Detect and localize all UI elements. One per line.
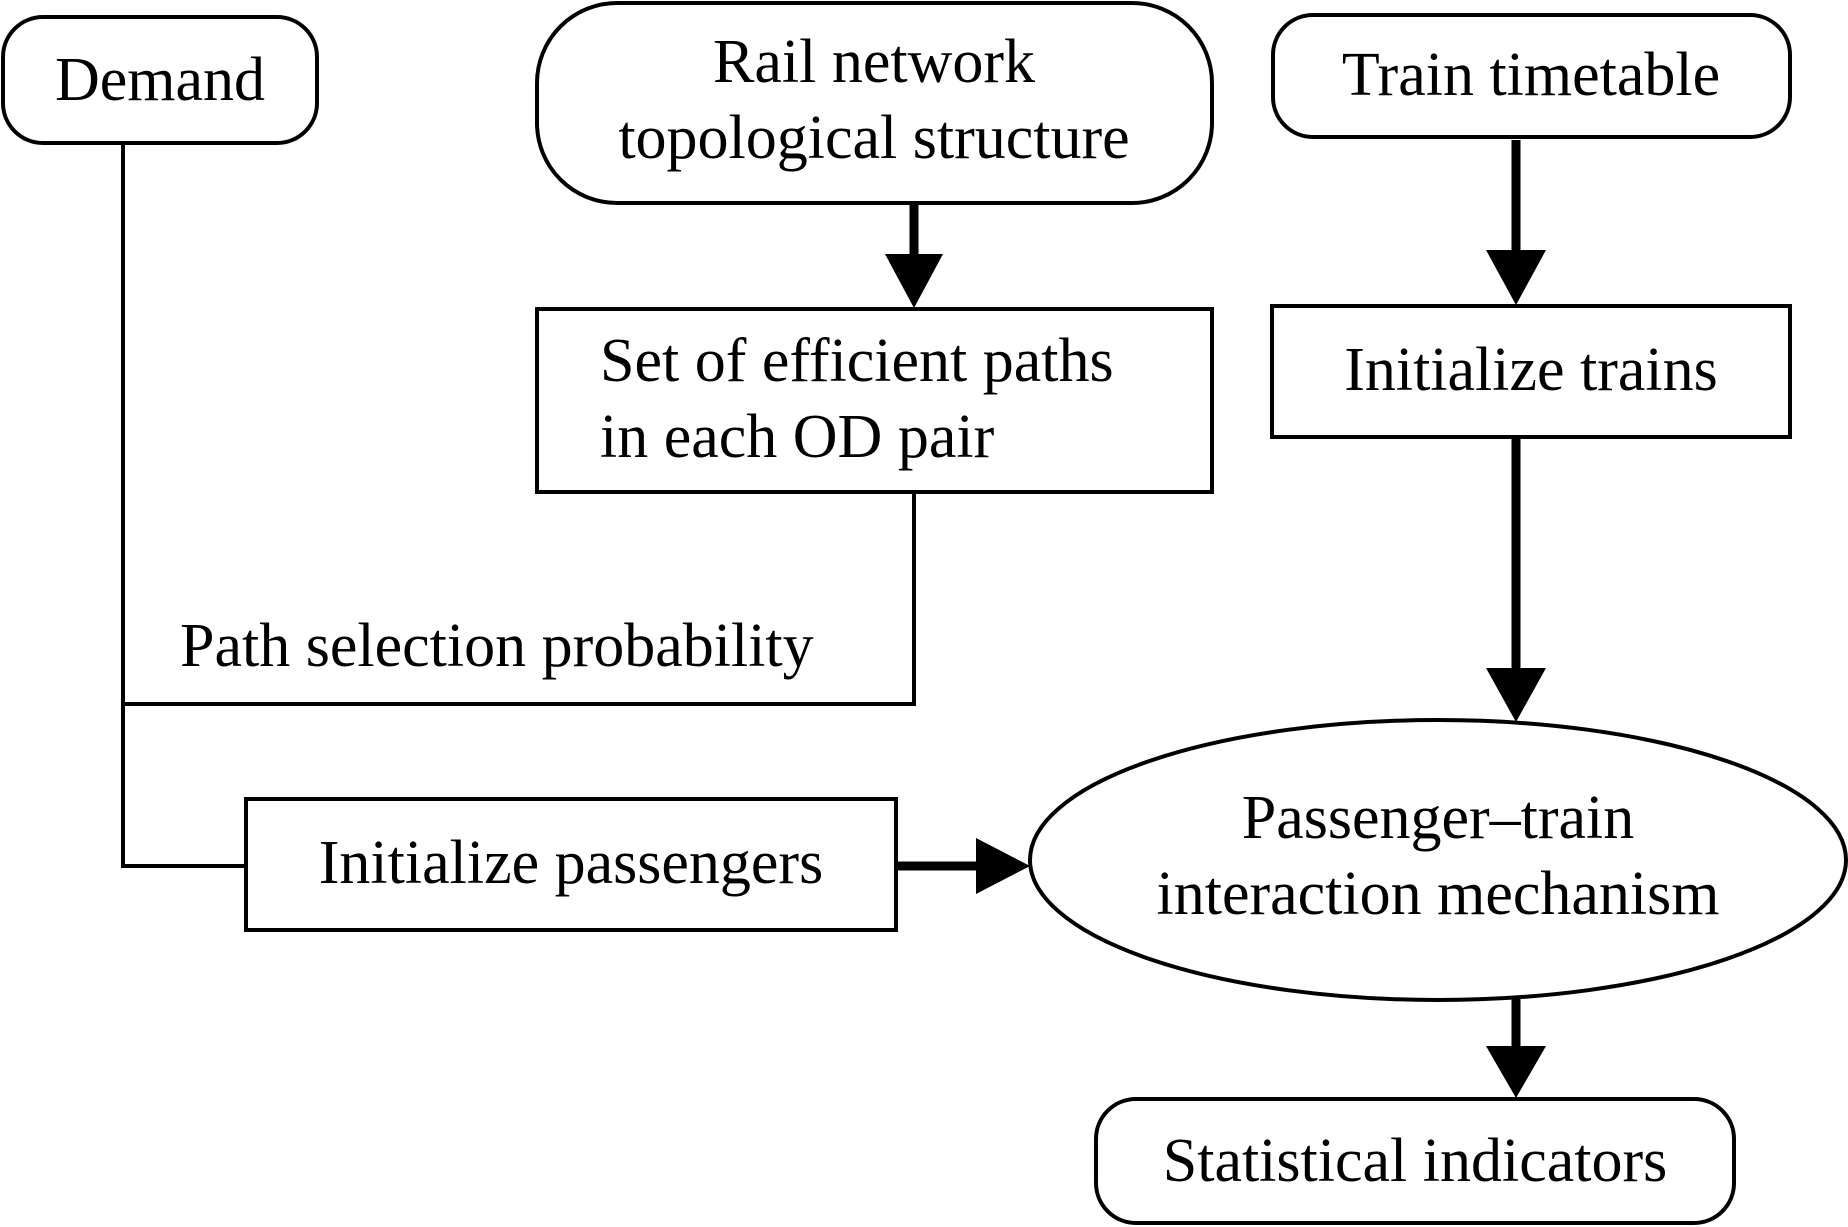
rail-network-label-line2: topological structure bbox=[618, 104, 1129, 172]
path-selection-label: Path selection probability bbox=[180, 612, 814, 680]
timetable-to-trains-arrowhead bbox=[1486, 250, 1546, 305]
interaction-label-line2: interaction mechanism bbox=[1157, 860, 1720, 928]
node-demand: Demand bbox=[1, 15, 319, 145]
demand-label: Demand bbox=[55, 46, 265, 114]
train-timetable-label: Train timetable bbox=[1342, 41, 1720, 109]
rail-network-label-line1: Rail network bbox=[713, 28, 1035, 96]
node-efficient-paths: Set of efficient paths in each OD pair bbox=[535, 307, 1214, 494]
trains-to-interaction-arrowhead bbox=[1486, 668, 1546, 722]
initialize-trains-label: Initialize trains bbox=[1344, 336, 1718, 404]
efficient-paths-label-line1: Set of efficient paths bbox=[600, 327, 1114, 395]
rail-to-paths-arrowhead bbox=[885, 254, 943, 308]
interaction-label-line1: Passenger–train bbox=[1242, 784, 1635, 852]
node-statistical-indicators: Statistical indicators bbox=[1094, 1097, 1736, 1225]
interaction-to-stats-arrowhead bbox=[1486, 1046, 1546, 1098]
node-initialize-passengers: Initialize passengers bbox=[244, 797, 898, 932]
node-initialize-trains: Initialize trains bbox=[1270, 304, 1792, 439]
efficient-paths-label-line2: in each OD pair bbox=[600, 403, 995, 471]
initialize-passengers-label: Initialize passengers bbox=[319, 829, 823, 897]
node-interaction-mechanism: Passenger–train interaction mechanism bbox=[1028, 718, 1848, 1002]
node-rail-network: Rail network topological structure bbox=[535, 1, 1214, 205]
statistical-indicators-label: Statistical indicators bbox=[1163, 1127, 1668, 1195]
node-train-timetable: Train timetable bbox=[1271, 13, 1792, 139]
demand-connector bbox=[121, 143, 246, 868]
passengers-to-interaction-arrowhead bbox=[976, 838, 1030, 894]
path-selection-connector bbox=[123, 492, 916, 706]
